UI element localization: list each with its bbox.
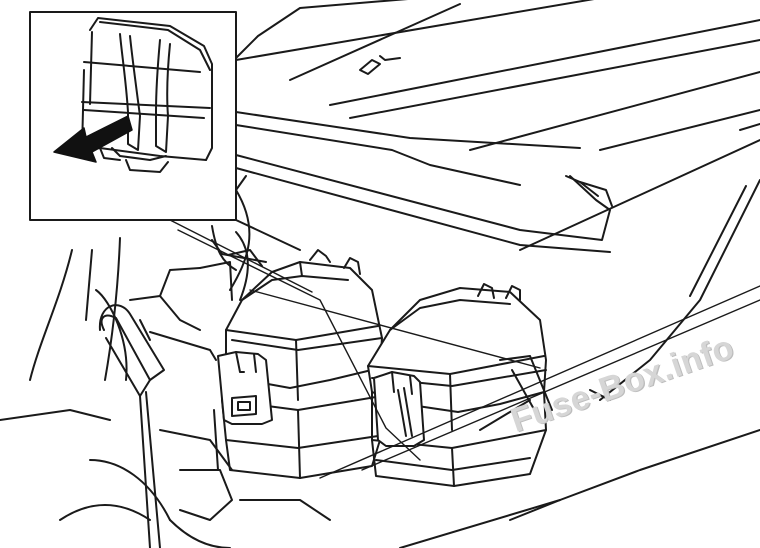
engine-cover — [235, 0, 760, 253]
inset-detail — [29, 11, 237, 221]
dipstick — [98, 304, 165, 548]
arrow-pointer-icon — [53, 115, 133, 163]
leader-lines — [235, 175, 301, 251]
lower-engine-parts — [0, 409, 331, 548]
relay-box-left — [217, 249, 383, 479]
wiring — [169, 179, 760, 548]
engine-pipes — [29, 189, 267, 381]
